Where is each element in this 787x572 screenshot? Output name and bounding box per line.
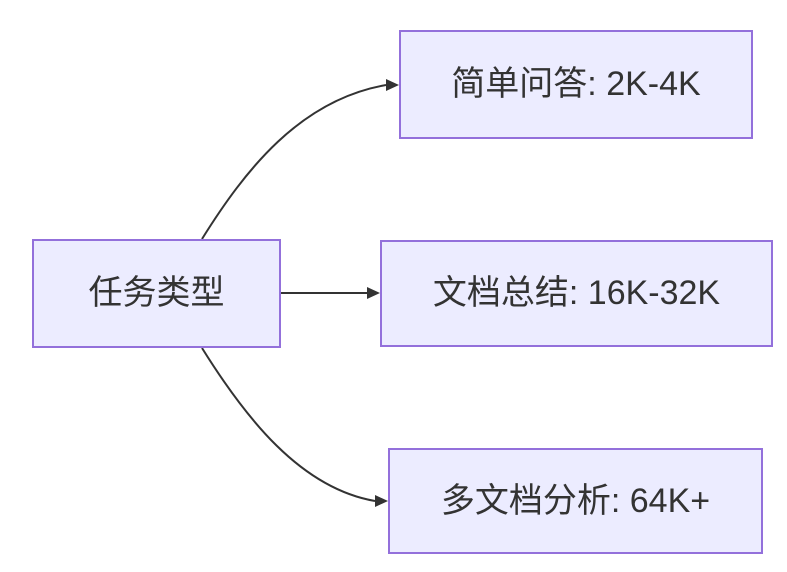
arrowhead-multi-doc-icon	[375, 495, 388, 507]
node-doc-summary: 文档总结: 16K-32K	[380, 240, 773, 347]
arrowhead-simple-qa-icon	[386, 79, 399, 91]
node-multi-doc-label: 多文档分析: 64K+	[440, 481, 711, 520]
node-simple-qa: 简单问答: 2K-4K	[399, 30, 753, 139]
node-multi-doc: 多文档分析: 64K+	[388, 448, 763, 554]
arrowhead-doc-summary-icon	[367, 287, 380, 299]
node-task-type: 任务类型	[32, 239, 281, 348]
node-doc-summary-label: 文档总结: 16K-32K	[432, 274, 721, 313]
node-simple-qa-label: 简单问答: 2K-4K	[451, 65, 701, 104]
edge-root-to-simple-qa	[201, 84, 387, 240]
node-task-type-label: 任务类型	[88, 274, 225, 313]
edge-root-to-multi-doc	[201, 347, 376, 502]
